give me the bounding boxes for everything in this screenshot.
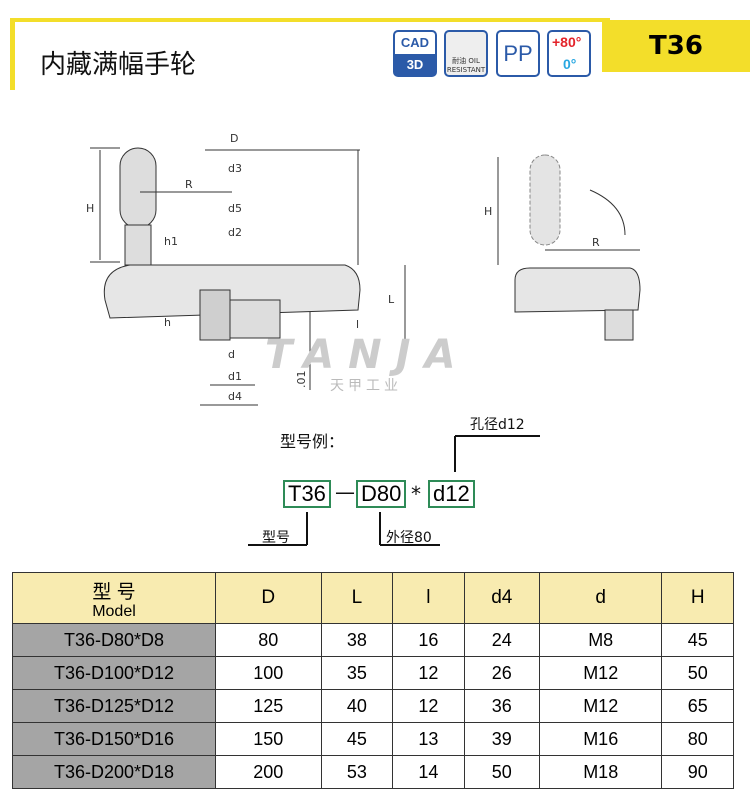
page-title: 内藏满幅手轮: [40, 50, 197, 80]
dim-d4: d4: [228, 390, 242, 403]
col-d: d: [538, 572, 663, 624]
value-cell: M12: [538, 656, 663, 690]
value-cell: 24: [463, 623, 540, 657]
example-diameter: D80: [356, 480, 407, 508]
value-cell: 50: [661, 656, 734, 690]
example-star: *: [411, 482, 421, 506]
cad-label: CAD: [400, 35, 430, 50]
watermark-cn: 天甲工业: [330, 378, 402, 394]
od-label: 外径80: [386, 530, 432, 546]
temp-high: +80°: [552, 34, 582, 50]
handwheel-side-view: [90, 147, 406, 406]
cad-3d-badge[interactable]: CAD 3D: [393, 30, 437, 77]
model-cell: T36-D125*D12: [12, 689, 216, 723]
model-en: Model: [92, 602, 136, 620]
value-cell: 200: [215, 755, 322, 789]
dim-L: L: [388, 293, 395, 306]
dim-h1: h1: [164, 235, 178, 248]
col-H: H: [661, 572, 734, 624]
product-code: T36: [602, 20, 750, 72]
dim-d5: d5: [228, 202, 242, 215]
col-D: D: [215, 572, 322, 624]
technical-drawing: TANJA 天甲工业 D R H d3 d5 d2 h1 h L l d d1 …: [86, 132, 641, 546]
example-arrows: [248, 435, 540, 546]
value-cell: 80: [215, 623, 322, 657]
value-cell: M16: [538, 722, 663, 756]
value-cell: 35: [320, 656, 394, 690]
col-L: L: [320, 572, 394, 624]
value-cell: 125: [215, 689, 322, 723]
value-cell: 45: [320, 722, 394, 756]
dim-d3: d3: [228, 162, 242, 175]
dim-d2: d2: [228, 226, 242, 239]
dim-D: D: [230, 132, 238, 145]
example-dash: —: [335, 480, 355, 504]
model-cell: T36-D200*D18: [12, 755, 216, 789]
value-cell: 45: [661, 623, 734, 657]
value-cell: 65: [661, 689, 734, 723]
3d-label: 3D: [395, 54, 435, 75]
dim-d1: d1: [228, 370, 242, 383]
value-cell: 12: [392, 656, 465, 690]
example-model: T36: [283, 480, 331, 508]
oil-label: 耐油 OIL RESISTANT: [446, 57, 486, 74]
value-cell: M12: [538, 689, 663, 723]
dim-R-right: R: [592, 236, 600, 249]
value-cell: 12: [392, 689, 465, 723]
value-cell: M8: [538, 623, 663, 657]
handwheel-folded-view: [497, 154, 641, 341]
value-cell: 50: [463, 755, 540, 789]
dim-R: R: [185, 178, 193, 191]
value-cell: 150: [215, 722, 322, 756]
value-cell: 80: [661, 722, 734, 756]
value-cell: 38: [320, 623, 394, 657]
dim-01: .01: [295, 371, 308, 389]
value-cell: 90: [661, 755, 734, 789]
value-cell: 16: [392, 623, 465, 657]
value-cell: M18: [538, 755, 663, 789]
dim-H: H: [86, 202, 94, 215]
example-title: 型号例：: [280, 432, 345, 451]
dim-H-right: H: [484, 205, 492, 218]
value-cell: 53: [320, 755, 394, 789]
model-cn: 型 号: [92, 581, 136, 603]
model-cell: T36-D150*D16: [12, 722, 216, 756]
value-cell: 100: [215, 656, 322, 690]
col-l: l: [392, 572, 465, 624]
dim-d: d: [228, 348, 235, 361]
value-cell: 13: [392, 722, 465, 756]
dim-h: h: [164, 316, 171, 329]
value-cell: 26: [463, 656, 540, 690]
model-cell: T36-D100*D12: [12, 656, 216, 690]
material-badge: PP: [496, 30, 540, 77]
model-label: 型号: [262, 530, 290, 546]
value-cell: 14: [392, 755, 465, 789]
dim-l: l: [356, 318, 359, 331]
temp-low: 0°: [563, 56, 577, 72]
model-cell: T36-D80*D8: [12, 623, 216, 657]
watermark-logo: TANJA: [265, 332, 469, 378]
value-cell: 40: [320, 689, 394, 723]
example-bore: d12: [428, 480, 475, 508]
value-cell: 36: [463, 689, 540, 723]
header-frame: [10, 18, 610, 90]
thermometer-icon: +80° 0°: [547, 30, 591, 77]
oil-resistant-icon: 耐油 OIL RESISTANT: [444, 30, 488, 77]
col-d4: d4: [463, 572, 540, 624]
bore-label: 孔径d12: [470, 417, 525, 433]
value-cell: 39: [463, 722, 540, 756]
